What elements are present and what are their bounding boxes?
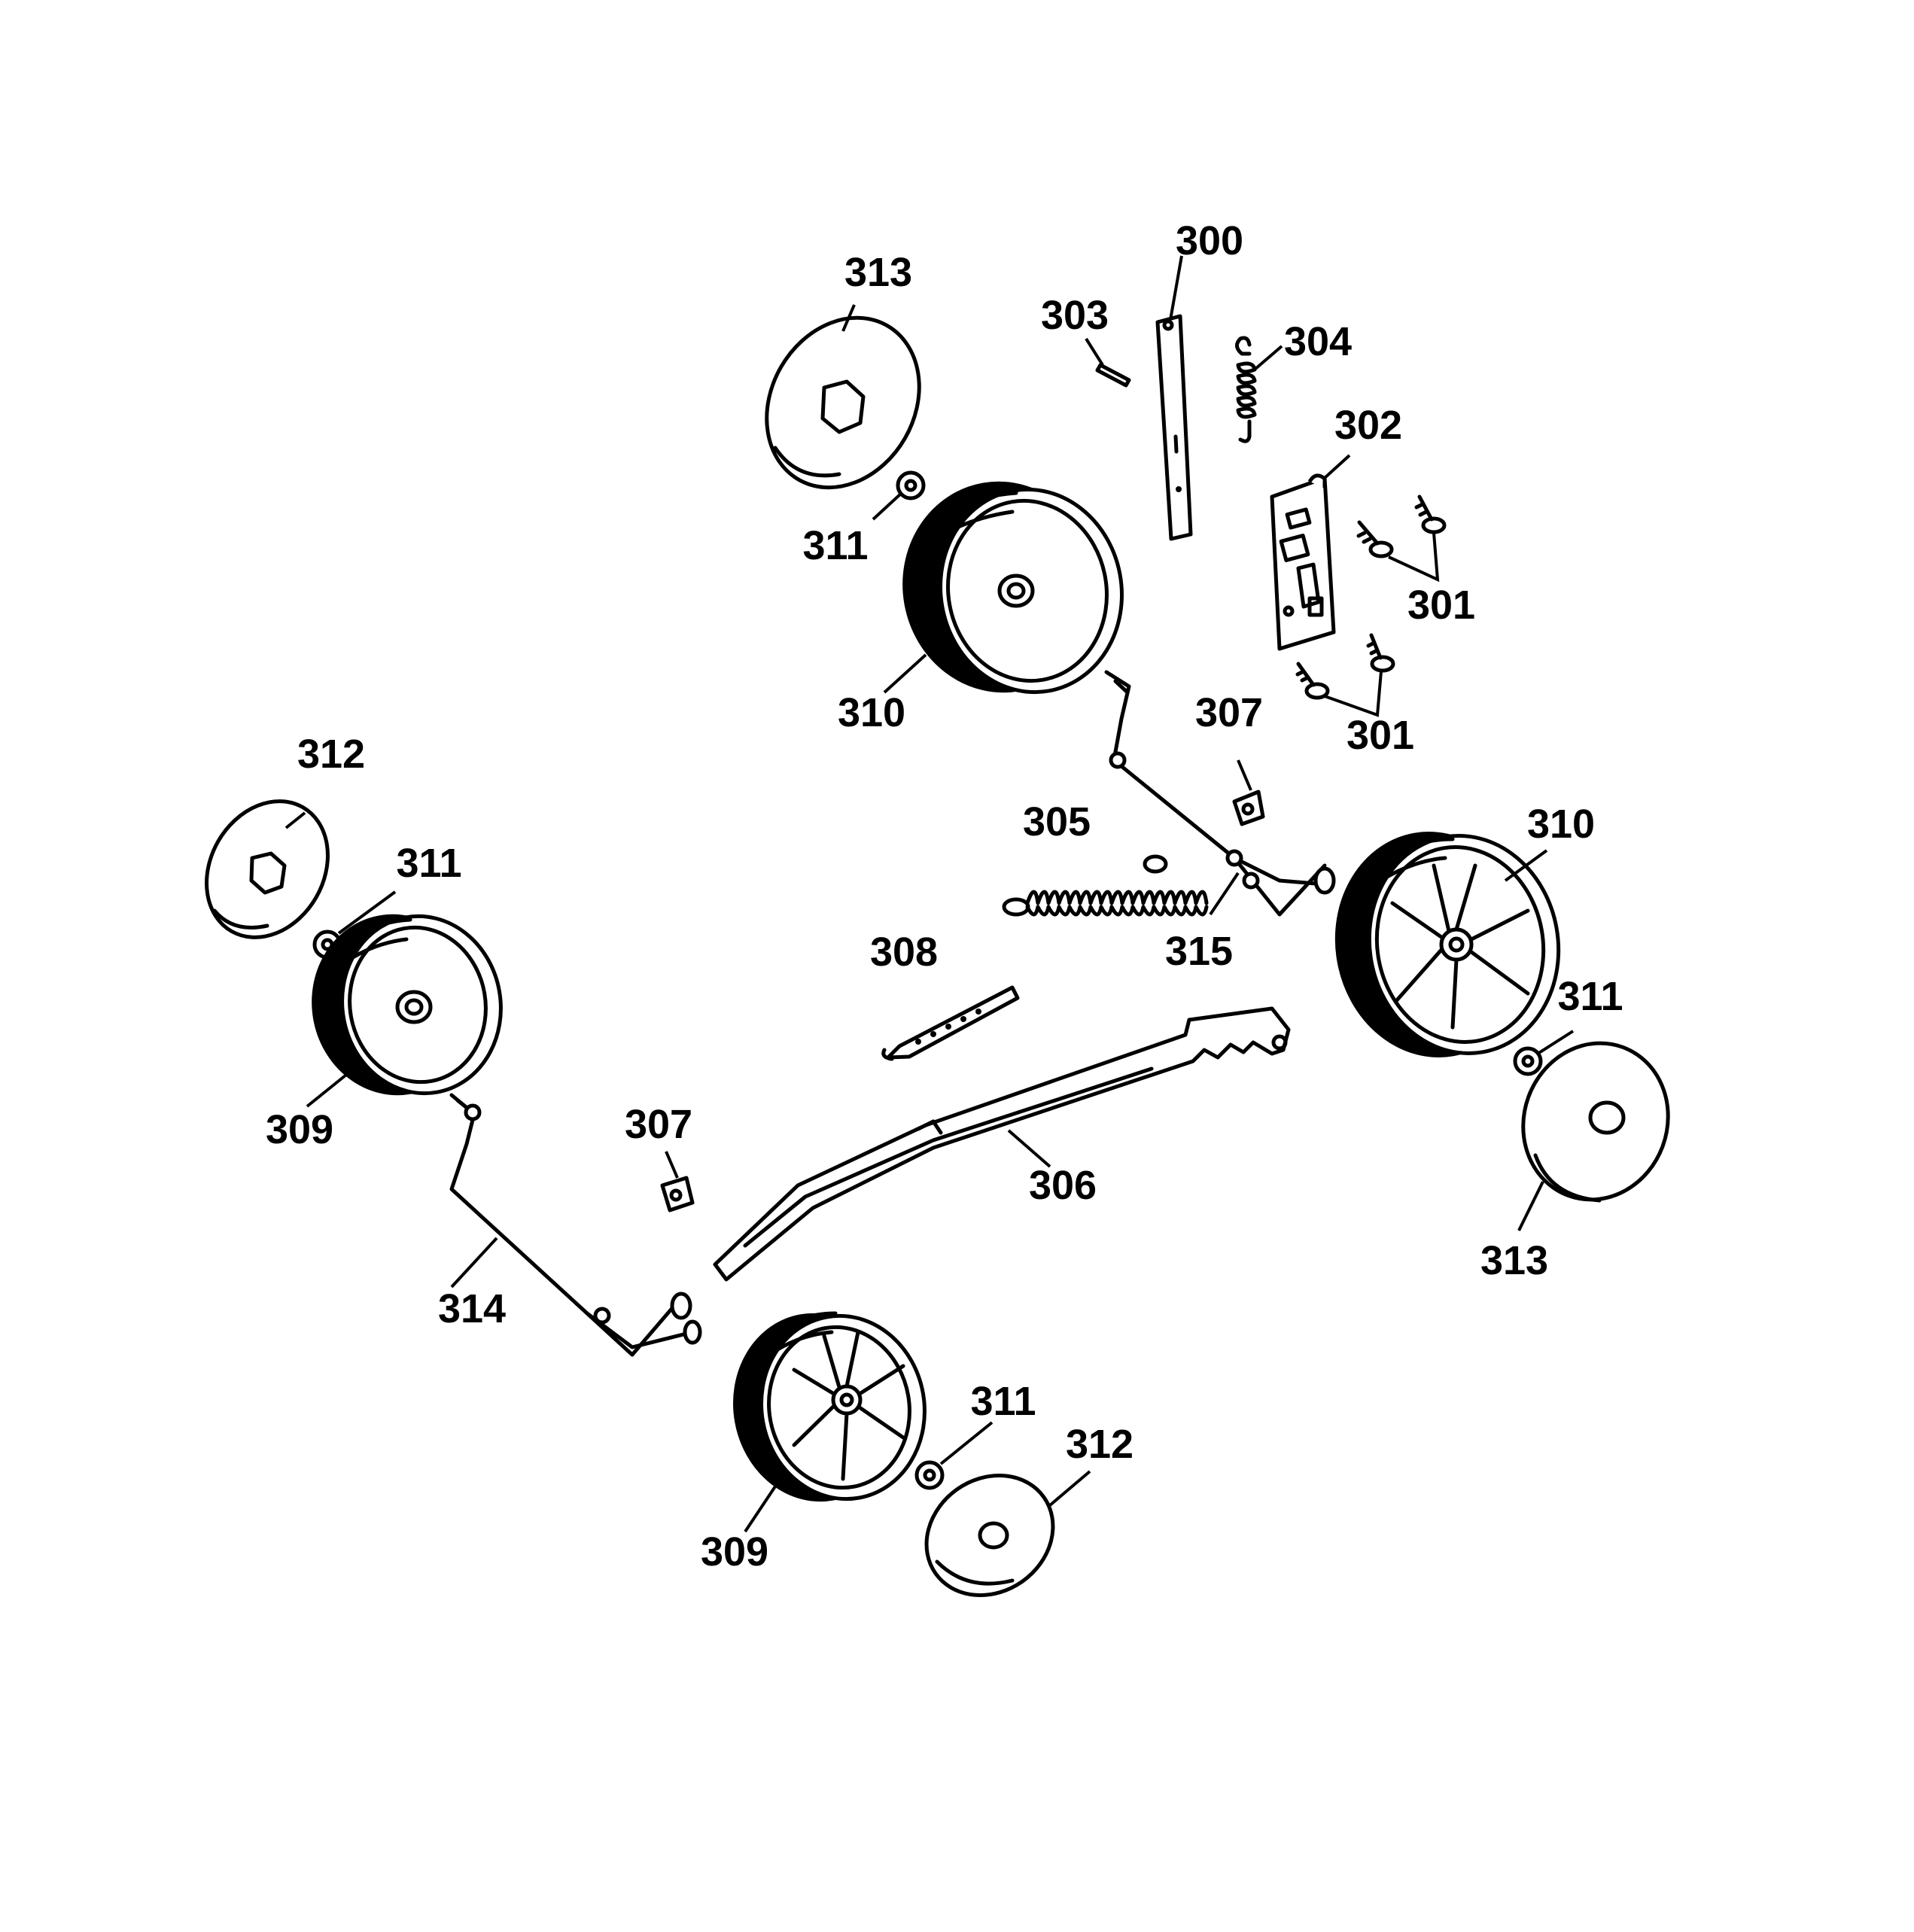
callout-313-top: 313 bbox=[844, 250, 912, 295]
callout-305: 305 bbox=[1023, 799, 1091, 844]
leader-lines bbox=[285, 255, 1575, 1533]
callout-308: 308 bbox=[870, 929, 938, 975]
hubcap-313-right bbox=[1521, 1041, 1670, 1203]
callout-309-bottom: 309 bbox=[701, 1529, 768, 1575]
callout-311-bottom: 311 bbox=[970, 1379, 1036, 1424]
callout-310-right: 310 bbox=[1527, 802, 1595, 847]
screw-301-d bbox=[1366, 633, 1395, 673]
callout-307-upper: 307 bbox=[1195, 690, 1263, 735]
callout-314: 314 bbox=[438, 1286, 506, 1331]
callout-302: 302 bbox=[1334, 403, 1402, 448]
callout-309-left: 309 bbox=[266, 1107, 333, 1152]
callout-300: 300 bbox=[1176, 218, 1243, 263]
callout-301-upper: 301 bbox=[1407, 583, 1475, 628]
washer-311-bottom bbox=[914, 1460, 945, 1490]
callout-312-bottom: 312 bbox=[1066, 1422, 1133, 1467]
wheel-310-right bbox=[1334, 832, 1561, 1057]
callout-303: 303 bbox=[1041, 293, 1109, 338]
callout-306: 306 bbox=[1029, 1163, 1097, 1208]
clip-307-lower bbox=[660, 1176, 695, 1212]
hubcap-312-left bbox=[205, 799, 330, 939]
screw-301-b bbox=[1414, 494, 1447, 534]
axle-315 bbox=[1104, 670, 1336, 917]
callout-312-left: 312 bbox=[297, 732, 365, 777]
screw-301-a bbox=[1356, 520, 1394, 558]
axle-314 bbox=[449, 1093, 702, 1357]
callout-311-right: 311 bbox=[1557, 974, 1623, 1019]
bracket-bar-300 bbox=[1155, 314, 1193, 541]
callout-307-lower: 307 bbox=[625, 1102, 692, 1147]
wheel-309-left bbox=[312, 914, 503, 1096]
washer-311-top bbox=[896, 470, 926, 500]
spring-304 bbox=[1235, 336, 1257, 443]
hubcap-312-bottom bbox=[924, 1473, 1055, 1598]
spring-305 bbox=[1002, 854, 1209, 917]
washer-311-right bbox=[1513, 1046, 1543, 1076]
rack-308 bbox=[881, 985, 1020, 1061]
pin-303 bbox=[1095, 363, 1131, 388]
wheel-310-top bbox=[902, 481, 1124, 695]
callout-311-left: 311 bbox=[396, 841, 461, 886]
callout-311-top: 311 bbox=[802, 523, 868, 568]
hubcap-313-top bbox=[765, 315, 921, 490]
lever-306 bbox=[713, 1006, 1291, 1282]
callout-315: 315 bbox=[1165, 929, 1233, 974]
callout-304: 304 bbox=[1284, 319, 1352, 364]
clip-307-upper bbox=[1232, 790, 1265, 826]
plate-302 bbox=[1270, 473, 1336, 651]
callout-301-lower: 301 bbox=[1346, 713, 1414, 758]
callout-313-right: 313 bbox=[1480, 1238, 1548, 1283]
callout-310-top: 310 bbox=[838, 690, 905, 735]
callout-labels: 300 303 304 302 301 301 313 311 310 307 … bbox=[266, 218, 1623, 1575]
screw-301-c bbox=[1295, 662, 1330, 700]
wheel-309-bottom bbox=[733, 1311, 927, 1502]
